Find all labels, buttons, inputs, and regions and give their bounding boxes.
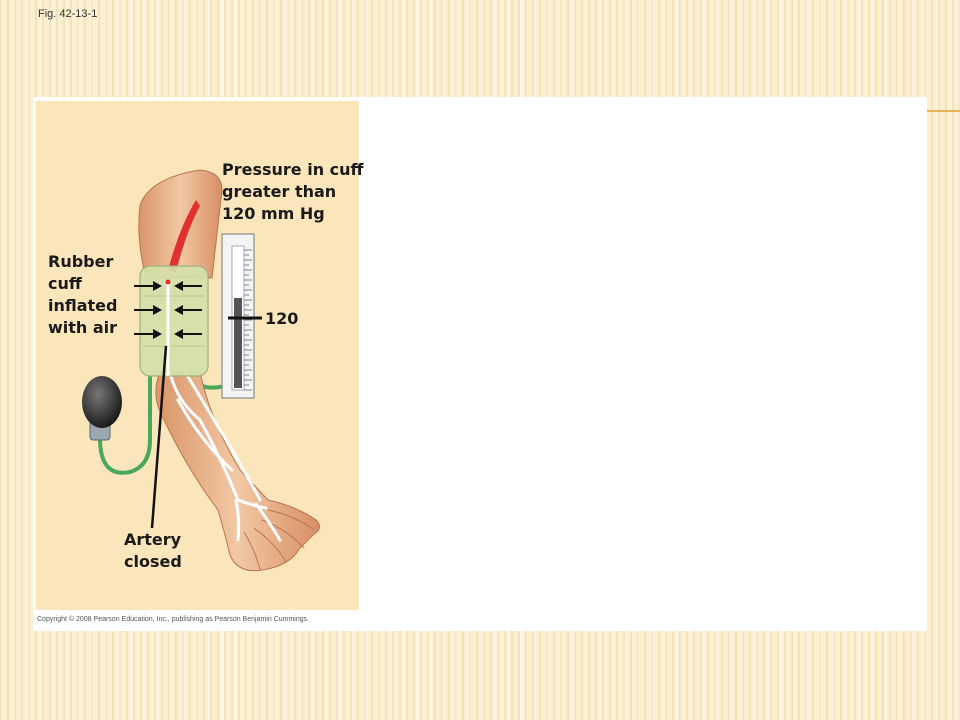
pressure-in-cuff-label: Pressure in cuff greater than 120 mm Hg <box>222 160 364 223</box>
pressure-gauge <box>221 233 255 399</box>
figure-number: Fig. 42-13-1 <box>38 8 98 20</box>
forearm <box>155 371 320 572</box>
squeeze-bulb-icon <box>82 376 122 441</box>
artery-closed-label: Artery closed <box>124 530 182 571</box>
finger-lines <box>243 509 315 571</box>
air-tube <box>98 374 152 475</box>
gauge-reading-label: 120 <box>265 309 299 328</box>
upper-arm <box>138 169 223 279</box>
decorative-accent-line <box>926 110 960 112</box>
artery-pointer-line <box>150 345 168 529</box>
forearm-vessels <box>168 370 282 542</box>
artery-above-cuff <box>168 200 200 272</box>
rubber-cuff-label: Rubber cuff inflated with air <box>48 252 118 337</box>
rubber-cuff <box>139 265 209 377</box>
copyright-notice: Copyright © 2008 Pearson Education, Inc.… <box>37 616 310 623</box>
compression-arrows <box>134 281 202 339</box>
